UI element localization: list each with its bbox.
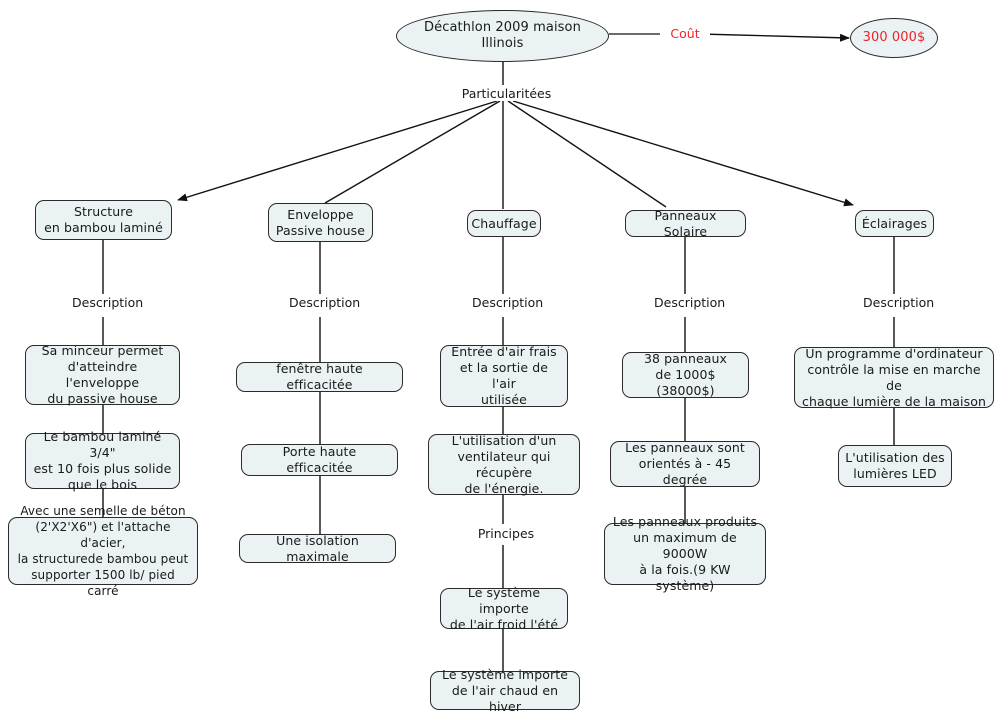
link-particularites-to-panneaux bbox=[507, 100, 667, 208]
link-label-cout: Coût bbox=[660, 26, 710, 41]
branch-node-chauffage[interactable]: Chauffage bbox=[467, 210, 541, 237]
detail-node-eclairages-2[interactable]: L'utilisation des lumières LED bbox=[838, 445, 952, 487]
link-label-description-chauffage: Description bbox=[469, 295, 545, 310]
detail-label-chauffage-3: Le système importe de l'air froid l'été bbox=[449, 584, 559, 632]
link-label-description-enveloppe: Description bbox=[286, 295, 362, 310]
link-particularites-to-structure bbox=[177, 100, 498, 202]
detail-label-structure-2: Le bambou laminé 3/4" est 10 fois plus s… bbox=[33, 429, 172, 492]
detail-node-panneaux-1[interactable]: 38 panneaux de 1000$ (38000$) bbox=[622, 351, 749, 398]
detail-node-structure-2[interactable]: Le bambou laminé 3/4" est 10 fois plus s… bbox=[25, 429, 180, 492]
detail-node-enveloppe-3[interactable]: Une isolation maximale bbox=[239, 532, 396, 564]
link-cost-label-to-value bbox=[699, 33, 850, 42]
detail-label-panneaux-1: 38 panneaux de 1000$ (38000$) bbox=[643, 351, 728, 398]
detail-label-eclairages-1: Un programme d'ordinateur contrôle la mi… bbox=[801, 345, 987, 409]
detail-label-chauffage-1: Entrée d'air frais et la sortie de l'air… bbox=[451, 344, 557, 407]
branch-node-structure[interactable]: Structure en bambou laminé bbox=[35, 200, 172, 240]
branch-label-panneaux-solaire: Panneaux Solaire bbox=[654, 207, 717, 239]
detail-label-panneaux-2: Les panneaux sont orientés à - 45 degrée bbox=[625, 440, 745, 487]
link-label-particularitees: Particularitées bbox=[450, 86, 563, 101]
detail-label-enveloppe-1: fenêtre haute efficacitée bbox=[276, 361, 363, 392]
detail-node-chauffage-4[interactable]: Le système importe de l'air chaud en hiv… bbox=[430, 667, 580, 714]
link-label-description-panneaux: Description bbox=[651, 295, 727, 310]
detail-label-chauffage-4: Le système importe de l'air chaud en hiv… bbox=[441, 666, 569, 714]
detail-node-chauffage-1[interactable]: Entrée d'air frais et la sortie de l'air… bbox=[440, 344, 568, 407]
detail-node-chauffage-2[interactable]: L'utilisation d'un ventilateur qui récup… bbox=[428, 432, 580, 496]
detail-node-chauffage-3[interactable]: Le système importe de l'air froid l'été bbox=[440, 585, 568, 632]
branch-label-structure: Structure en bambou laminé bbox=[44, 204, 163, 235]
root-node-label: Décathlon 2009 maison Illinois bbox=[424, 20, 581, 51]
link-particularites-to-enveloppe bbox=[324, 100, 501, 204]
detail-label-chauffage-2: L'utilisation d'un ventilateur qui récup… bbox=[451, 432, 557, 496]
detail-label-enveloppe-2: Porte haute efficacitée bbox=[282, 444, 357, 475]
detail-node-enveloppe-2[interactable]: Porte haute efficacitée bbox=[241, 444, 398, 476]
detail-node-eclairages-1[interactable]: Un programme d'ordinateur contrôle la mi… bbox=[794, 345, 994, 409]
branch-node-enveloppe[interactable]: Enveloppe Passive house bbox=[268, 203, 373, 242]
detail-label-enveloppe-3: Une isolation maximale bbox=[276, 532, 359, 564]
link-label-description-eclairages: Description bbox=[860, 295, 936, 310]
link-particularites-to-eclairages bbox=[512, 100, 854, 207]
detail-label-structure-3: Avec une semelle de béton (2'X2'X6") et … bbox=[17, 504, 189, 598]
branch-node-eclairages[interactable]: Éclairages bbox=[855, 210, 934, 237]
link-label-description-structure: Description bbox=[69, 295, 145, 310]
detail-node-enveloppe-1[interactable]: fenêtre haute efficacitée bbox=[236, 361, 403, 392]
cost-value-node[interactable]: 300 000$ bbox=[850, 18, 938, 58]
branch-label-eclairages: Éclairages bbox=[861, 215, 928, 231]
link-label-principes-chauffage: Principes bbox=[473, 526, 539, 541]
branch-label-chauffage: Chauffage bbox=[471, 215, 537, 231]
branch-label-enveloppe: Enveloppe Passive house bbox=[275, 206, 366, 238]
detail-node-panneaux-2[interactable]: Les panneaux sont orientés à - 45 degrée bbox=[610, 440, 760, 487]
cost-value-label: 300 000$ bbox=[862, 30, 926, 45]
detail-node-panneaux-3[interactable]: Les panneaux produits un maximum de 9000… bbox=[604, 514, 766, 593]
detail-node-structure-3[interactable]: Avec une semelle de béton (2'X2'X6") et … bbox=[8, 504, 198, 598]
detail-label-panneaux-3: Les panneaux produits un maximum de 9000… bbox=[612, 514, 758, 593]
branch-node-panneaux-solaire[interactable]: Panneaux Solaire bbox=[625, 207, 746, 239]
detail-node-structure-1[interactable]: Sa minceur permet d'atteindre l'envelopp… bbox=[25, 343, 180, 406]
detail-label-structure-1: Sa minceur permet d'atteindre l'envelopp… bbox=[41, 343, 164, 406]
root-node[interactable]: Décathlon 2009 maison Illinois bbox=[396, 10, 609, 62]
detail-label-eclairages-2: L'utilisation des lumières LED bbox=[845, 450, 945, 481]
